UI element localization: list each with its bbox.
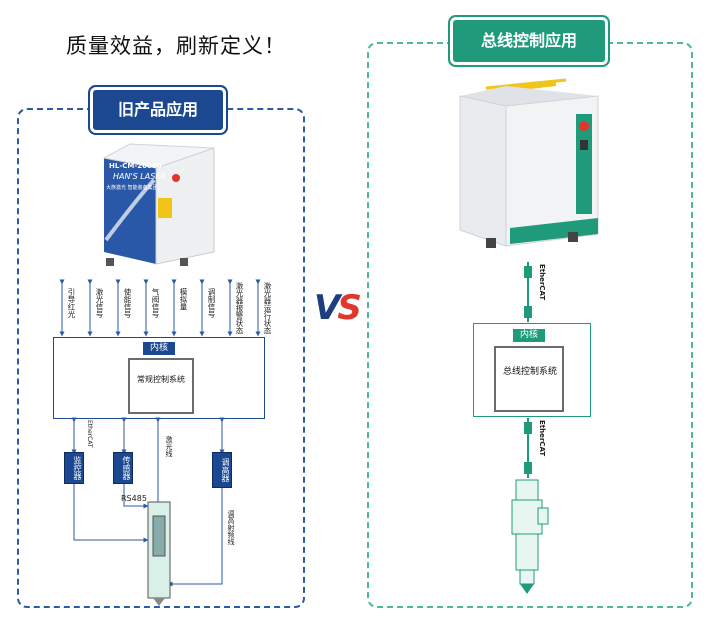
rs485-label: RS485 <box>121 494 147 503</box>
old-product-title: 旧产品应用 <box>93 90 223 130</box>
machine-brand: HAN'S LASER <box>113 172 166 181</box>
signal-label-0: 引导红光 <box>67 288 76 318</box>
old-wiring <box>71 417 225 606</box>
device-height-controller: 调高器 <box>212 452 232 488</box>
bus-kernel-label: 内核 <box>513 329 545 342</box>
ethercat-label-top: EtherCAT <box>538 264 546 301</box>
device-monitor: 监控器 <box>64 452 84 484</box>
headline: 质量效益，刷新定义！ <box>66 34 286 58</box>
bus-control-screen <box>494 346 564 412</box>
old-control-system: 常规控制系统 <box>137 375 185 384</box>
ethercat-cable-bottom <box>524 418 532 478</box>
signal-label-3: 气阀信号 <box>151 288 160 318</box>
ethercat-label-bottom: EtherCAT <box>538 420 546 457</box>
ethercat-cable-top <box>524 262 532 322</box>
left-ethercat: EtherCAT <box>86 420 93 448</box>
old-control-screen <box>128 358 194 414</box>
old-laser-machine <box>102 143 215 266</box>
bus-cutting-head <box>511 479 549 594</box>
wire-label-2: 调高射频线 <box>227 510 235 545</box>
signal-arrows <box>59 279 261 337</box>
new-laser-machine <box>459 78 599 248</box>
old-kernel-label: 内核 <box>143 342 175 355</box>
signal-label-4: 模拟量 <box>179 288 188 311</box>
vs-mark: VS <box>314 288 362 328</box>
machine-model: HL-CM-20000 <box>109 162 162 170</box>
signal-label-2: 使能信号 <box>123 288 132 318</box>
signal-label-7: 激光器运行状态 <box>263 282 272 335</box>
signal-label-5: 调制信号 <box>207 288 216 318</box>
machine-company: 大族激光 智能装备集团 <box>106 185 158 191</box>
device-sensor: 传感器 <box>113 452 133 484</box>
bus-kernel-box <box>473 323 591 417</box>
bus-control-system: 总线控制系统 <box>502 367 557 377</box>
bus-control-title: 总线控制应用 <box>453 20 605 62</box>
signal-label-1: 激光信号 <box>95 288 104 318</box>
wire-label: 激光线 <box>165 436 173 457</box>
signal-label-6: 激光器报警状态 <box>235 282 244 335</box>
